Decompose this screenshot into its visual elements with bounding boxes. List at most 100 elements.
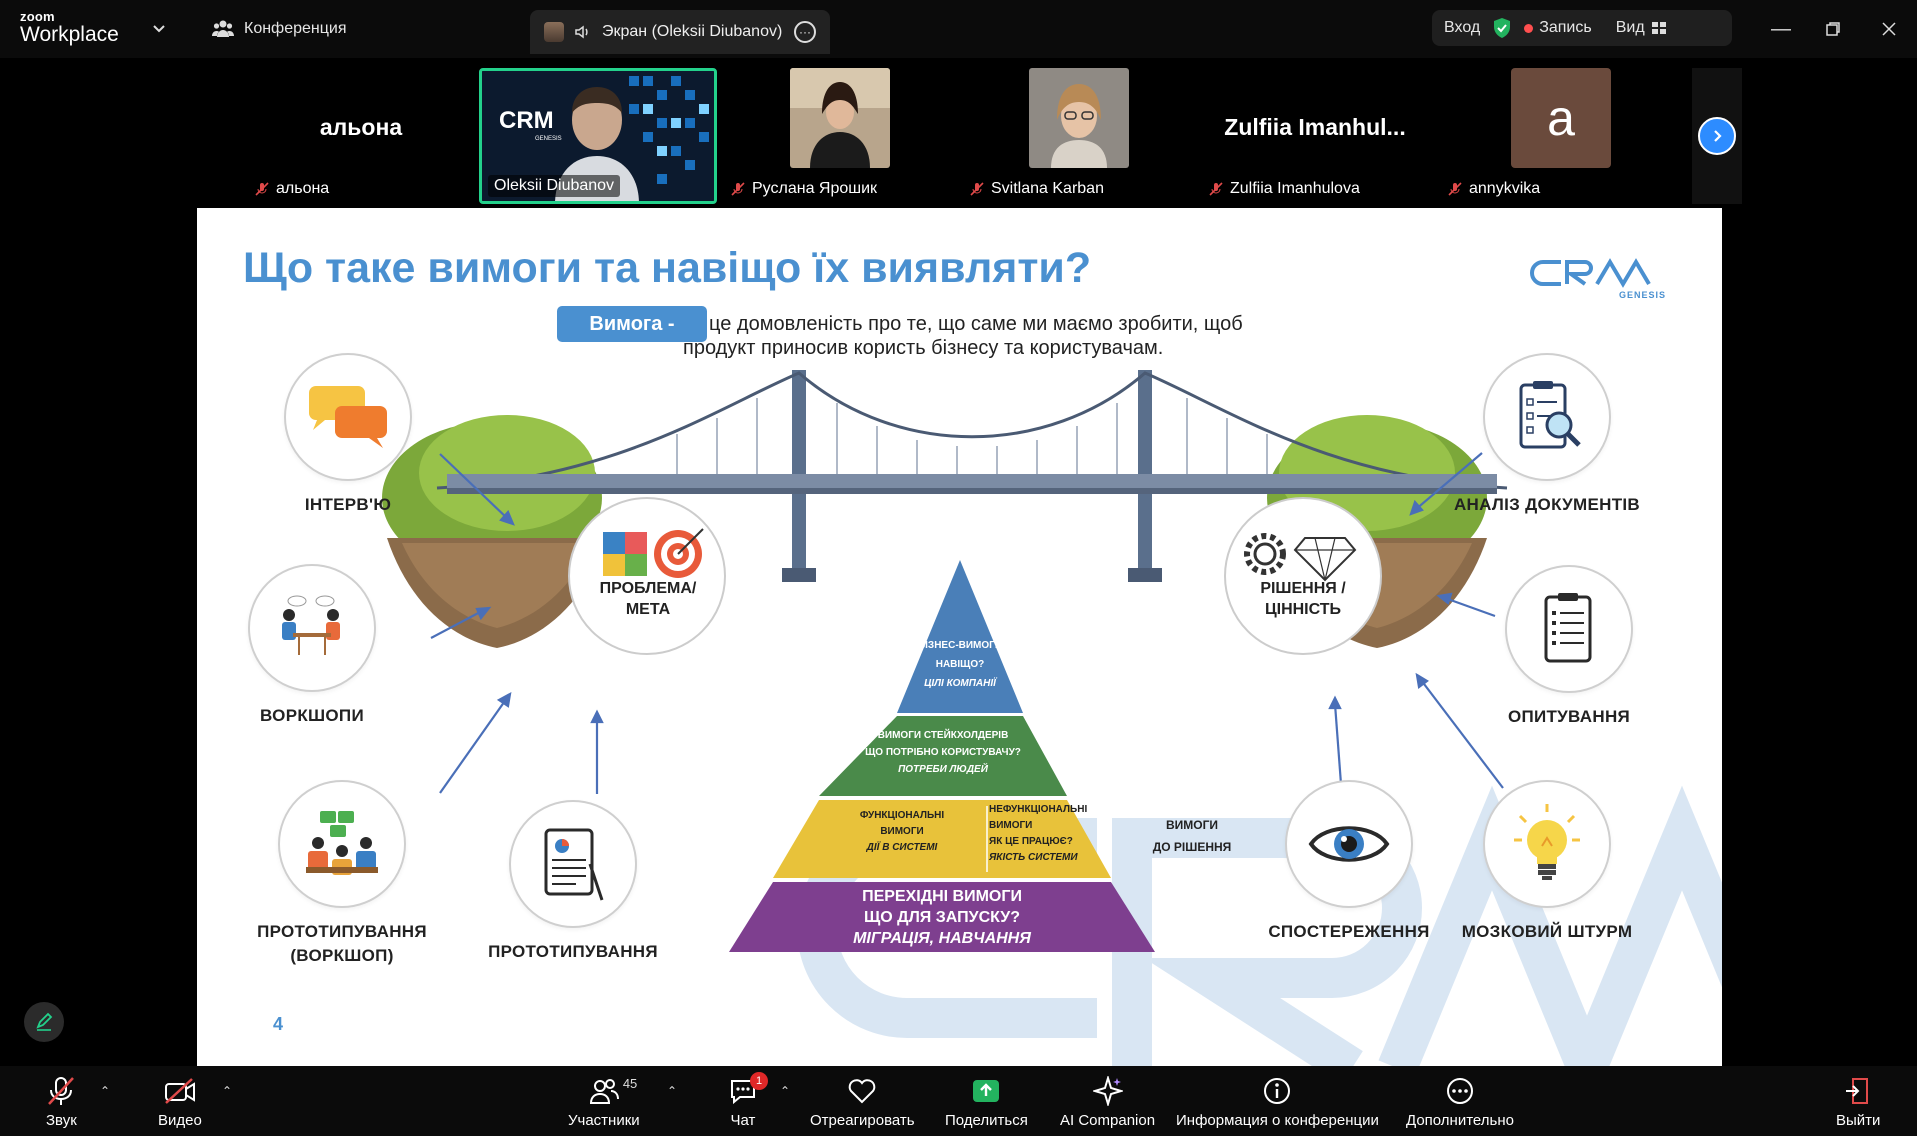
mic-muted-icon (1209, 182, 1223, 196)
svg-text:CRM: CRM (499, 107, 554, 134)
pyramid-text: ДО РІШЕННЯ (1152, 840, 1232, 854)
mic-muted-icon (48, 1077, 75, 1105)
method-brainstorm: МОЗКОВИЙ ШТУРМ (1452, 780, 1642, 944)
method-label: ПРОТОТИПУВАННЯ (ВОРКШОП) (237, 920, 447, 968)
pyramid-text: ЯК ЦЕ ПРАЦЮЄ? (989, 836, 1073, 847)
more-label: Дополнительно (1406, 1112, 1514, 1129)
participants-caret-icon[interactable]: ⌃ (667, 1084, 678, 1098)
participant-name: Svitlana Karban (991, 180, 1104, 197)
participant-name-tag: annykvika (1441, 178, 1547, 200)
svg-text:GENESIS: GENESIS (535, 136, 562, 142)
lightbulb-icon (1483, 780, 1611, 908)
zoom-workplace-logo[interactable]: zoom Workplace (20, 10, 119, 45)
heart-icon (849, 1079, 876, 1104)
more-options-icon[interactable]: ··· (794, 21, 816, 43)
participant-tile-active[interactable]: CRM GENESIS Oleksii Diubanov (479, 68, 717, 204)
video-off-icon (164, 1078, 195, 1104)
participant-tile[interactable]: Zulfiia Imanhul... Zulfiia Imanhulova (1196, 68, 1434, 204)
definition-line-1: це домовленість про те, що саме ми маємо… (709, 313, 1243, 335)
method-label: ПРОТОТИПУВАННЯ (488, 942, 658, 961)
pyramid-text: ПЕРЕХІДНІ ВИМОГИ (862, 888, 1022, 905)
record-dot-icon (1524, 23, 1534, 33)
definition-line-2: продукт приносив користь бізнесу та кори… (683, 337, 1164, 359)
participant-tile[interactable]: Svitlana Karban (957, 68, 1195, 204)
share-label: Поделиться (945, 1112, 1028, 1129)
participant-tile[interactable]: a annykvika (1435, 68, 1677, 204)
participants-button[interactable]: 45 Участники (568, 1074, 640, 1129)
method-label: ОПИТУВАННЯ (1507, 707, 1631, 726)
logo-text: GENESIS (1619, 290, 1666, 300)
pyramid-text: ВИМОГИ (880, 826, 924, 837)
problem-label-line-1: ПРОБЛЕМА/ (599, 580, 697, 597)
participant-name: Oleksii Diubanov (494, 177, 615, 194)
screen-share-tab[interactable]: Экран (Oleksii Diubanov) ··· (530, 10, 830, 54)
chat-bubbles-icon (284, 353, 412, 481)
shared-slide: Що таке вимоги та навіщо їх виявляти? GE… (197, 208, 1722, 1066)
chevron-down-icon[interactable] (150, 19, 168, 37)
solution-label-line-2: ЦІННІСТЬ (1264, 601, 1342, 618)
people-icon (212, 20, 234, 37)
document-pen-icon (509, 800, 637, 928)
ai-companion-button[interactable]: AI Companion (1060, 1074, 1155, 1129)
avatar (544, 22, 564, 42)
method-label-line: ПРОТОТИПУВАННЯ (257, 922, 427, 941)
participants-icon (589, 1079, 619, 1104)
minimize-icon[interactable]: — (1771, 17, 1791, 40)
participant-name: Руслана Ярошик (752, 180, 878, 197)
react-button[interactable]: Отреагировать (810, 1074, 915, 1129)
participant-name-tag: Oleksii Diubanov (488, 175, 621, 197)
react-label: Отреагировать (810, 1112, 915, 1129)
pyramid-text: БІЗНЕС-ВИМОГИ (917, 640, 1003, 651)
method-label: СПОСТЕРЕЖЕННЯ (1268, 922, 1430, 941)
participant-name-tag: Руслана Ярошик (724, 178, 884, 200)
top-right-controls: Вход Запись Вид (1432, 10, 1732, 46)
participants-label: Участники (568, 1112, 640, 1129)
audio-options-caret-icon[interactable]: ⌃ (100, 1084, 111, 1098)
clipboard-checklist-icon (1505, 565, 1633, 693)
method-interview: ІНТЕРВ'Ю (283, 353, 413, 517)
chevron-right-icon (1714, 130, 1722, 142)
pyramid-text: ЯКІСТЬ СИСТЕМИ (989, 852, 1078, 863)
leave-button[interactable]: Выйти (1836, 1074, 1880, 1129)
audio-button[interactable]: Звук (46, 1074, 77, 1129)
participant-tile[interactable]: альона альона (242, 68, 480, 204)
problem-goal-label: ПРОБЛЕМА/ МЕТА (573, 578, 723, 620)
more-button[interactable]: Дополнительно (1406, 1074, 1514, 1129)
participant-tile[interactable]: Руслана Ярошик (718, 68, 956, 204)
meeting-info-button[interactable]: Информация о конференции (1176, 1074, 1379, 1129)
top-bar: zoom Workplace Конференция Экран (Oleksi… (0, 0, 1917, 58)
mic-muted-icon (1448, 182, 1462, 196)
definition-text: це домовленість про те, що саме ми маємо… (683, 312, 1539, 360)
method-label: ВОРКШОПИ (260, 706, 364, 725)
participant-big-name: альона (319, 114, 403, 140)
grid-view-icon (1651, 22, 1666, 34)
pyramid-text: ДІЇ В СИСТЕМІ (866, 842, 938, 853)
chat-caret-icon[interactable]: ⌃ (780, 1084, 791, 1098)
participant-name: альона (276, 180, 330, 197)
share-button[interactable]: Поделиться (945, 1074, 1028, 1129)
pyramid-level-nonfunctional: НЕФУНКЦІОНАЛЬНІ ВИМОГИ ЯК ЦЕ ПРАЦЮЄ? ЯКІ… (989, 802, 1099, 866)
chat-button[interactable]: 1 Чат (728, 1072, 768, 1129)
record-button[interactable]: Запись (1512, 19, 1604, 37)
annotate-button[interactable] (24, 1002, 64, 1042)
solution-value-label: РІШЕННЯ / ЦІННІСТЬ (1228, 578, 1378, 620)
video-button[interactable]: Видео (158, 1074, 202, 1129)
leave-door-icon (1846, 1078, 1869, 1104)
meeting-toolbar: Звук ⌃ Видео ⌃ 45 Участники ⌃ 1 Чат ⌃ От… (0, 1066, 1917, 1136)
restore-icon[interactable] (1818, 14, 1848, 44)
next-page-button[interactable] (1698, 117, 1736, 155)
close-icon[interactable] (1874, 14, 1904, 44)
login-button[interactable]: Вход (1432, 19, 1492, 37)
logo-big-text: Workplace (20, 23, 119, 46)
clipboard-magnifier-icon (1483, 353, 1611, 481)
video-options-caret-icon[interactable]: ⌃ (222, 1084, 233, 1098)
method-label: АНАЛІЗ ДОКУМЕНТІВ (1453, 495, 1641, 514)
pyramid-level-business: БІЗНЕС-ВИМОГИ НАВІЩО? ЦІЛІ КОМПАНІЇ (885, 636, 1035, 693)
security-shield-icon[interactable] (1492, 17, 1512, 39)
method-document-analysis (1437, 353, 1657, 493)
view-button[interactable]: Вид (1604, 19, 1679, 37)
pyramid-text: НАВІЩО? (935, 659, 985, 670)
conference-button[interactable]: Конференция (212, 14, 347, 44)
slide-title: Що таке вимоги та навіщо їх виявляти? (243, 244, 1092, 292)
share-screen-icon (973, 1080, 1000, 1102)
